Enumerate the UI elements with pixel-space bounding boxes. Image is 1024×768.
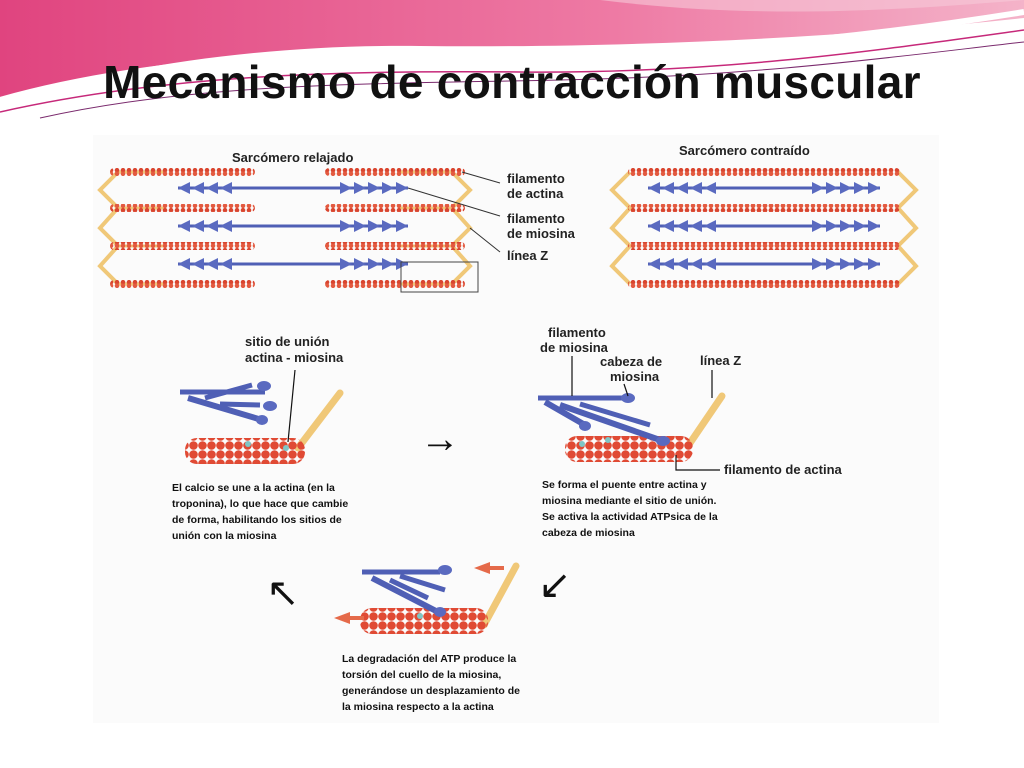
myosin-heads (362, 565, 452, 617)
step2-label-z-line: línea Z (700, 353, 741, 368)
arrow-right-icon: → (420, 417, 460, 461)
z-line (294, 389, 344, 452)
diagram-panel (93, 135, 939, 723)
step2-label-head-line1: cabeza de (600, 354, 662, 369)
svg-text:Se activa la actividad ATPsica: Se activa la actividad ATPsica de la (542, 511, 718, 523)
label-actin-line1: filamento (507, 171, 565, 186)
z-line (97, 170, 121, 286)
binding-site (605, 437, 611, 443)
actin-filaments (110, 168, 465, 288)
step1-illustration (180, 369, 344, 464)
arrow-up-left-icon: ↖ (266, 571, 300, 615)
z-line (480, 562, 520, 629)
relaxed-sarcomere (97, 168, 479, 293)
relaxed-sarcomere-title: Sarcómero relajado (232, 150, 353, 165)
svg-text:Se forma el puente entre actin: Se forma el puente entre actina y (542, 479, 707, 491)
svg-text:de forma, habilitando los siti: de forma, habilitando los sitios de (172, 514, 342, 526)
label-z-line: línea Z (507, 248, 548, 263)
actin-filament (360, 608, 488, 634)
step2-label-filament-line2: de miosina (540, 340, 609, 355)
svg-text:la miosina respecto a la actin: la miosina respecto a la actina (342, 701, 494, 713)
binding-site (283, 445, 289, 451)
step3-illustration (334, 562, 520, 634)
binding-site (579, 441, 585, 447)
z-line (609, 170, 633, 286)
actin-filament (185, 438, 305, 464)
arrow-down-left-icon: ↙ (538, 563, 572, 607)
myosin-heads (180, 381, 277, 425)
myosin-filaments (178, 182, 408, 270)
step1-label-line2: actina - miosina (245, 350, 344, 365)
binding-site (417, 613, 423, 619)
svg-text:unión con la miosina: unión con la miosina (172, 530, 277, 542)
step2-label-actin: filamento de actina (724, 462, 843, 477)
step3-caption: La degradación del ATP produce la torsió… (342, 653, 520, 713)
step2-illustration (538, 356, 726, 471)
contracted-sarcomere-title: Sarcómero contraído (679, 143, 810, 158)
svg-text:generándose un desplazamiento: generándose un desplazamiento de (342, 685, 520, 697)
myosin-filaments (648, 182, 880, 270)
svg-text:torsión del cuello de la miosi: torsión del cuello de la miosina, (342, 669, 501, 681)
svg-text:cabeza de miosina: cabeza de miosina (542, 527, 635, 539)
step2-label-head-line2: miosina (610, 369, 660, 384)
slide-title: Mecanismo de contracción muscular (103, 56, 921, 108)
displacement-arrows (334, 562, 504, 624)
myosin-heads (538, 393, 670, 446)
step2-label-filament-line1: filamento (548, 325, 606, 340)
label-actin-line2: de actina (507, 186, 564, 201)
contracted-sarcomere (609, 168, 919, 288)
svg-text:miosina mediante el sitio de u: miosina mediante el sitio de unión. (542, 495, 717, 507)
actin-filament (565, 436, 693, 462)
label-myosin-line1: filamento (507, 211, 565, 226)
svg-text:La degradación del ATP produce: La degradación del ATP produce la (342, 653, 516, 665)
header-banner (0, 0, 1024, 119)
step1-label-line1: sitio de unión (245, 334, 330, 349)
actin-filaments (628, 168, 900, 288)
label-myosin-line2: de miosina (507, 226, 576, 241)
svg-text:El calcio se une a la actina (: El calcio se une a la actina (en la (172, 482, 335, 494)
z-line (895, 170, 919, 286)
step2-caption: Se forma el puente entre actina y miosin… (542, 479, 718, 539)
z-line (684, 392, 726, 450)
binding-site (245, 441, 251, 447)
step1-caption: El calcio se une a la actina (en la trop… (172, 482, 348, 542)
svg-text:troponina), lo que hace que ca: troponina), lo que hace que cambie (172, 498, 348, 510)
z-line (449, 170, 473, 286)
zoom-box (400, 261, 479, 293)
